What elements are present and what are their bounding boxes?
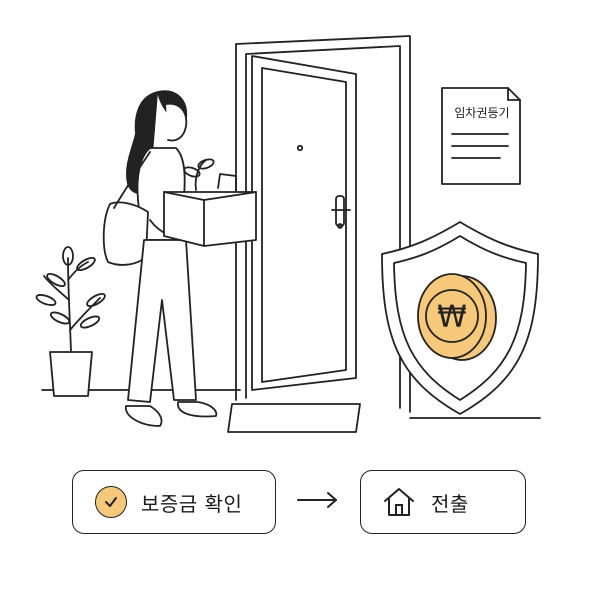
- right-arrow-icon: [297, 492, 337, 508]
- door-handle: [335, 195, 345, 227]
- check-icon: [95, 486, 127, 518]
- moving-box: [163, 158, 257, 247]
- won-coin-icon: [417, 273, 497, 361]
- doormat: [227, 403, 361, 433]
- move-out-label: 전출: [431, 491, 469, 516]
- deposit-check-button[interactable]: 보증금 확인: [72, 470, 276, 534]
- house-icon: [384, 488, 414, 516]
- potted-plant: [35, 246, 106, 397]
- registration-document: [441, 87, 521, 185]
- deposit-check-label: 보증금 확인: [141, 491, 243, 516]
- woman-carrying-box: [102, 90, 218, 427]
- document-title: 임차권등기: [454, 106, 510, 120]
- move-out-button[interactable]: 전출: [360, 470, 526, 534]
- won-symbol: ₩: [437, 300, 467, 335]
- doorway: [235, 35, 411, 413]
